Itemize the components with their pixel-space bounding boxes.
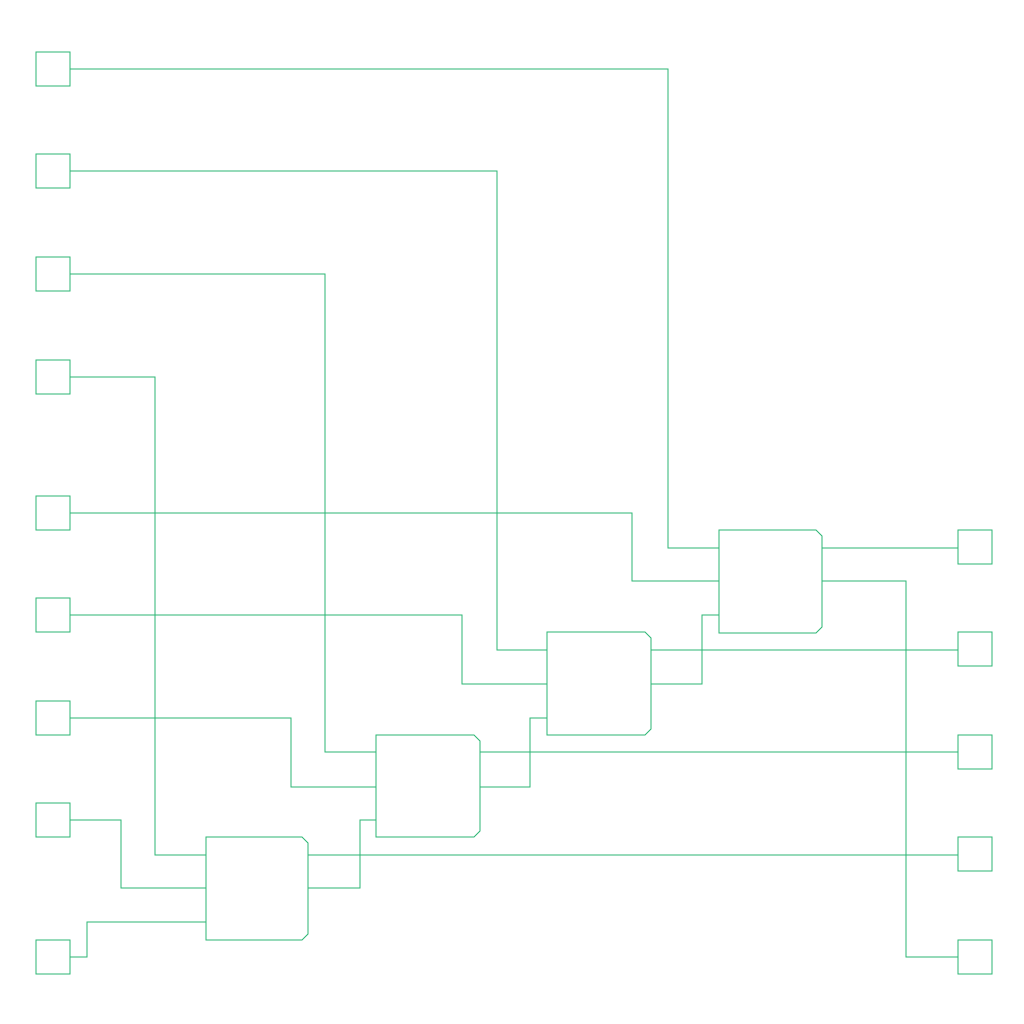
output-port-2 <box>957 631 993 667</box>
input-port-4 <box>35 359 71 395</box>
input-port-7 <box>35 700 71 736</box>
wire-8 <box>70 819 206 889</box>
wire-1 <box>70 68 719 549</box>
wire-4 <box>70 376 206 856</box>
wire-5 <box>70 512 719 582</box>
output-port-5 <box>957 939 993 975</box>
wire-6 <box>70 614 547 685</box>
output-port-1 <box>957 529 993 565</box>
input-port-3 <box>35 256 71 292</box>
wire-9 <box>70 921 206 958</box>
adder-block-3 <box>546 631 652 736</box>
input-port-2 <box>35 153 71 189</box>
input-port-8 <box>35 802 71 838</box>
wire-2 <box>70 170 547 651</box>
adder-block-1 <box>205 836 309 941</box>
wire-17 <box>822 580 958 958</box>
output-port-4 <box>957 836 993 872</box>
adder-block-4 <box>718 529 823 634</box>
input-port-5 <box>35 495 71 531</box>
input-port-1 <box>35 51 71 87</box>
adder-block-2 <box>375 734 481 838</box>
wire-7 <box>70 717 376 788</box>
output-port-3 <box>957 734 993 770</box>
input-port-6 <box>35 597 71 633</box>
wire-10 <box>308 819 376 889</box>
input-port-9 <box>35 939 71 975</box>
